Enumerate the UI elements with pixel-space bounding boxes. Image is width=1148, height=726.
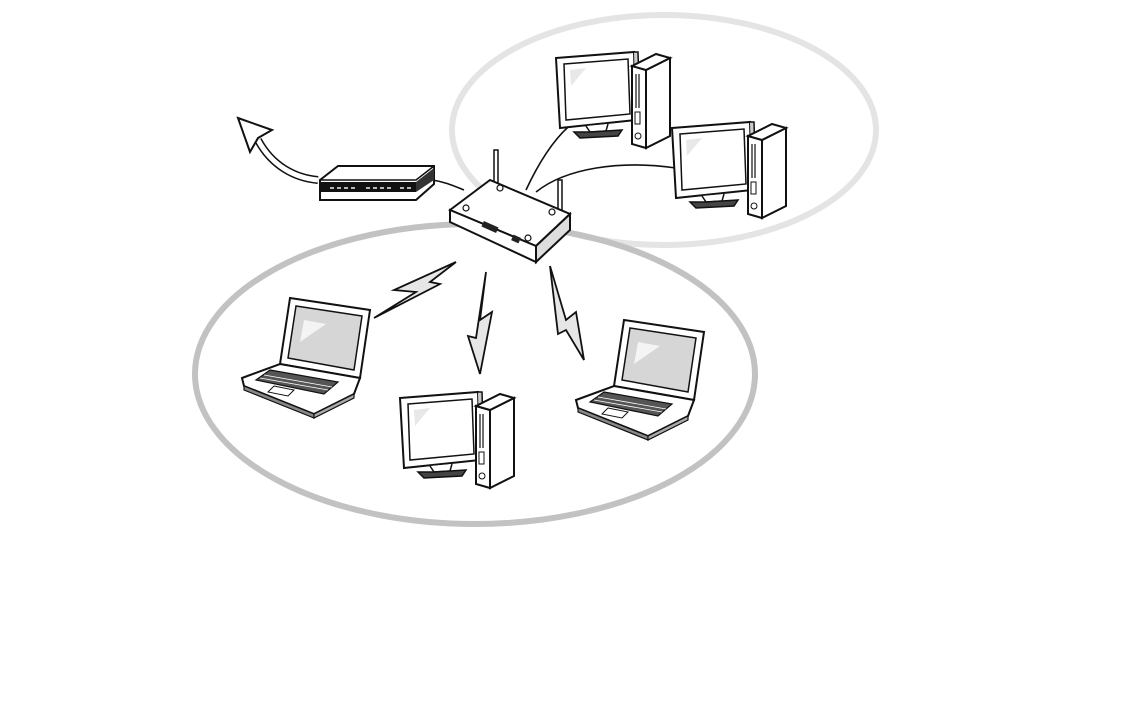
lightning-bolt-icon: [374, 262, 456, 318]
wireless-laptop-right: [576, 320, 704, 440]
lightning-bolt-icon: [468, 272, 492, 374]
wired-desktop-1: [556, 52, 670, 148]
lightning-bolt-icon: [550, 266, 584, 360]
access-point-icon: [450, 150, 570, 262]
modem-icon: [320, 166, 434, 200]
internet-arrow-icon: [238, 118, 318, 180]
wireless-laptop-left: [242, 298, 370, 418]
wired-desktop-2: [672, 122, 786, 218]
wireless-desktop-bottom: [400, 392, 514, 488]
